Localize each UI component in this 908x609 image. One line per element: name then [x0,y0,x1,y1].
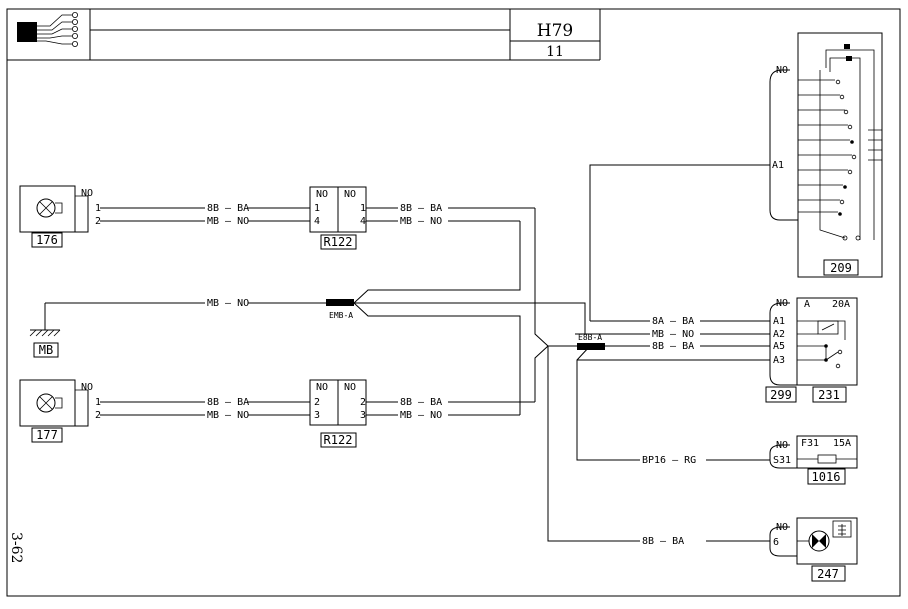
wire-r122b-1-label: 8B — BA [400,397,442,408]
c247-no-label: NO [776,522,788,533]
wire-a5-label: 8B — BA [652,341,694,352]
r122-top-no-right: NO [344,189,356,200]
r122-bot-label: R122 [324,433,353,447]
fuse-icon [817,454,837,464]
wire-s31-label: BP16 — RG [642,455,696,466]
relay-coil-icon [797,320,846,369]
c1016-fuse-label: F31 [801,438,819,449]
wires-r122-right: 8B — BA MB — NO 8B — BA MB — NO [366,203,577,421]
lamp-icon [36,393,56,413]
component-177-number: 177 [36,428,58,442]
switch-contacts-icon [798,44,882,241]
r122-top-left-pin-1: 1 [314,203,320,214]
r122-top-left-pin-2: 4 [314,216,320,227]
c231-fuse-label: 20A [832,299,850,310]
lamp-icon [36,198,56,218]
c247-pin-6: 6 [773,537,779,548]
wire-176-1-label: 8B — BA [207,203,249,214]
c231-pin-a3: A3 [773,355,785,366]
wire-a2-label: MB — NO [652,329,694,340]
ground-icon [29,329,61,337]
connector-logo-icon [17,11,79,48]
component-247-number: 247 [817,567,839,581]
component-299-number: 299 [770,388,792,402]
wire-r122b-2-label: MB — NO [400,410,442,421]
wire-r122t-1-label: 8B — BA [400,203,442,214]
splice-emb-label: EMB-A [329,311,353,320]
sheet-reference: 3-62 [8,532,24,563]
component-247: NO 6 247 [769,517,858,582]
c231-pin-a5: A5 [773,341,785,352]
component-176-number: 176 [36,233,58,247]
r122-bot-no-left: NO [316,382,328,393]
r122-top-label: R122 [324,235,353,249]
wire-a1-label: 8A — BA [652,316,694,327]
component-177: 177 NO 1 2 [19,379,101,443]
r122-bot-left-pin-2: 3 [314,410,320,421]
wire-177-2-label: MB — NO [207,410,249,421]
component-231: NO A 20A A1 A2 A5 A3 231 [769,297,858,403]
c177-pin-1: 1 [95,397,101,408]
component-231-number: 231 [818,388,840,402]
splice-e8b-a: E8B-A 8B — BA MB — NO BP16 — RG 8B — BA [547,329,770,547]
c1016-rating-label: 15A [833,438,851,449]
page-number: 11 [546,44,564,60]
wire-177-1-label: 8B — BA [207,397,249,408]
c231-pin-a1: A1 [773,316,785,327]
r122-top-no-left: NO [316,189,328,200]
c1016-pin-s31: S31 [773,455,791,466]
c231-no-label: NO [776,298,788,309]
diagram-code: H79 [537,21,573,41]
r122-bot-left-pin-1: 2 [314,397,320,408]
c209-no-label: NO [776,65,788,76]
c176-no-label: NO [81,188,93,199]
c176-pin-1: 1 [95,203,101,214]
r122-bot-no-right: NO [344,382,356,393]
r122-bot-right-pin-2: 3 [360,410,366,421]
c177-pin-2: 2 [95,410,101,421]
r122-top-right-pin-2: 4 [360,216,366,227]
component-1016-number: 1016 [812,470,841,484]
indicator-lamp-icon [808,520,852,552]
splice-emb-a: EMB-A [326,221,586,415]
page-frame [6,8,901,597]
c231-pin-a2: A2 [773,329,785,340]
component-209: NO A1 209 [769,32,883,278]
title-block: H79 11 [7,9,601,61]
wire-ground-label: MB — NO [207,298,249,309]
connector-r122-top: NO NO 1 4 1 4 R122 [309,186,367,250]
wire-247-label: 8B — BA [642,536,684,547]
connector-r122-bottom: NO NO 2 3 2 3 R122 [309,379,367,448]
component-299: 299 [765,386,797,403]
ground-mb: MB [29,303,61,358]
component-1016: NO F31 15A S31 1016 [769,435,858,485]
wires-left: 8B — BA MB — NO 8B — BA MB — NO MB — NO [45,203,326,421]
splice-e8b-label: E8B-A [578,333,602,342]
wire-176-2-label: MB — NO [207,216,249,227]
component-209-number: 209 [830,261,852,275]
wire-r122t-2-label: MB — NO [400,216,442,227]
c231-sub-label: A [804,299,810,310]
c177-no-label: NO [81,382,93,393]
c209-pin-a1: A1 [772,160,784,171]
r122-top-right-pin-1: 1 [360,203,366,214]
r122-bot-right-pin-1: 2 [360,397,366,408]
ground-label: MB [39,343,53,357]
component-176: 176 NO 1 2 [19,185,101,248]
c176-pin-2: 2 [95,216,101,227]
c1016-no-label: NO [776,440,788,451]
wires-a1: 8A — BA [589,164,770,327]
